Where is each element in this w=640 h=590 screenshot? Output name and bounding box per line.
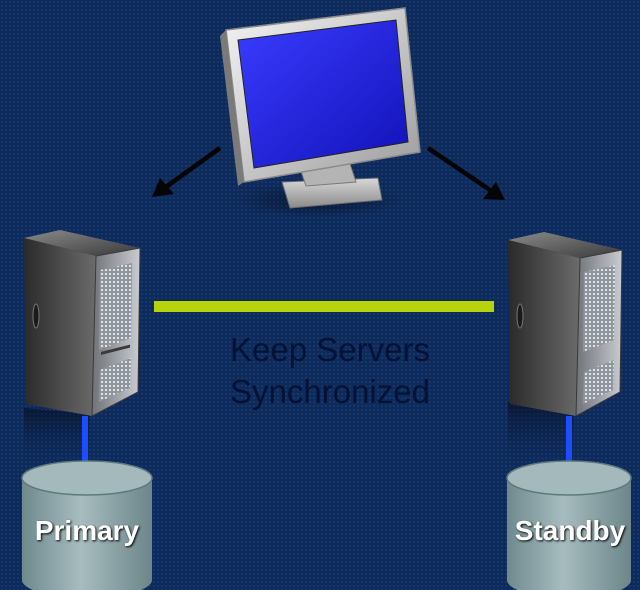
standby-label: Standby xyxy=(514,515,626,546)
arrow-to-standby xyxy=(426,146,505,200)
primary-link-line xyxy=(82,416,88,462)
sync-label-line2: Synchronized xyxy=(230,373,430,410)
primary-server-icon xyxy=(24,230,141,470)
monitor-icon xyxy=(220,7,421,218)
standby-database-icon xyxy=(506,460,632,590)
sync-label-line1: Keep Servers xyxy=(230,331,430,368)
standby-link-line xyxy=(566,416,572,462)
arrow-to-primary xyxy=(152,146,222,197)
sync-line xyxy=(154,301,494,312)
primary-label: Primary xyxy=(34,515,140,546)
primary-database-icon xyxy=(21,460,153,590)
standby-server-icon xyxy=(508,232,623,470)
